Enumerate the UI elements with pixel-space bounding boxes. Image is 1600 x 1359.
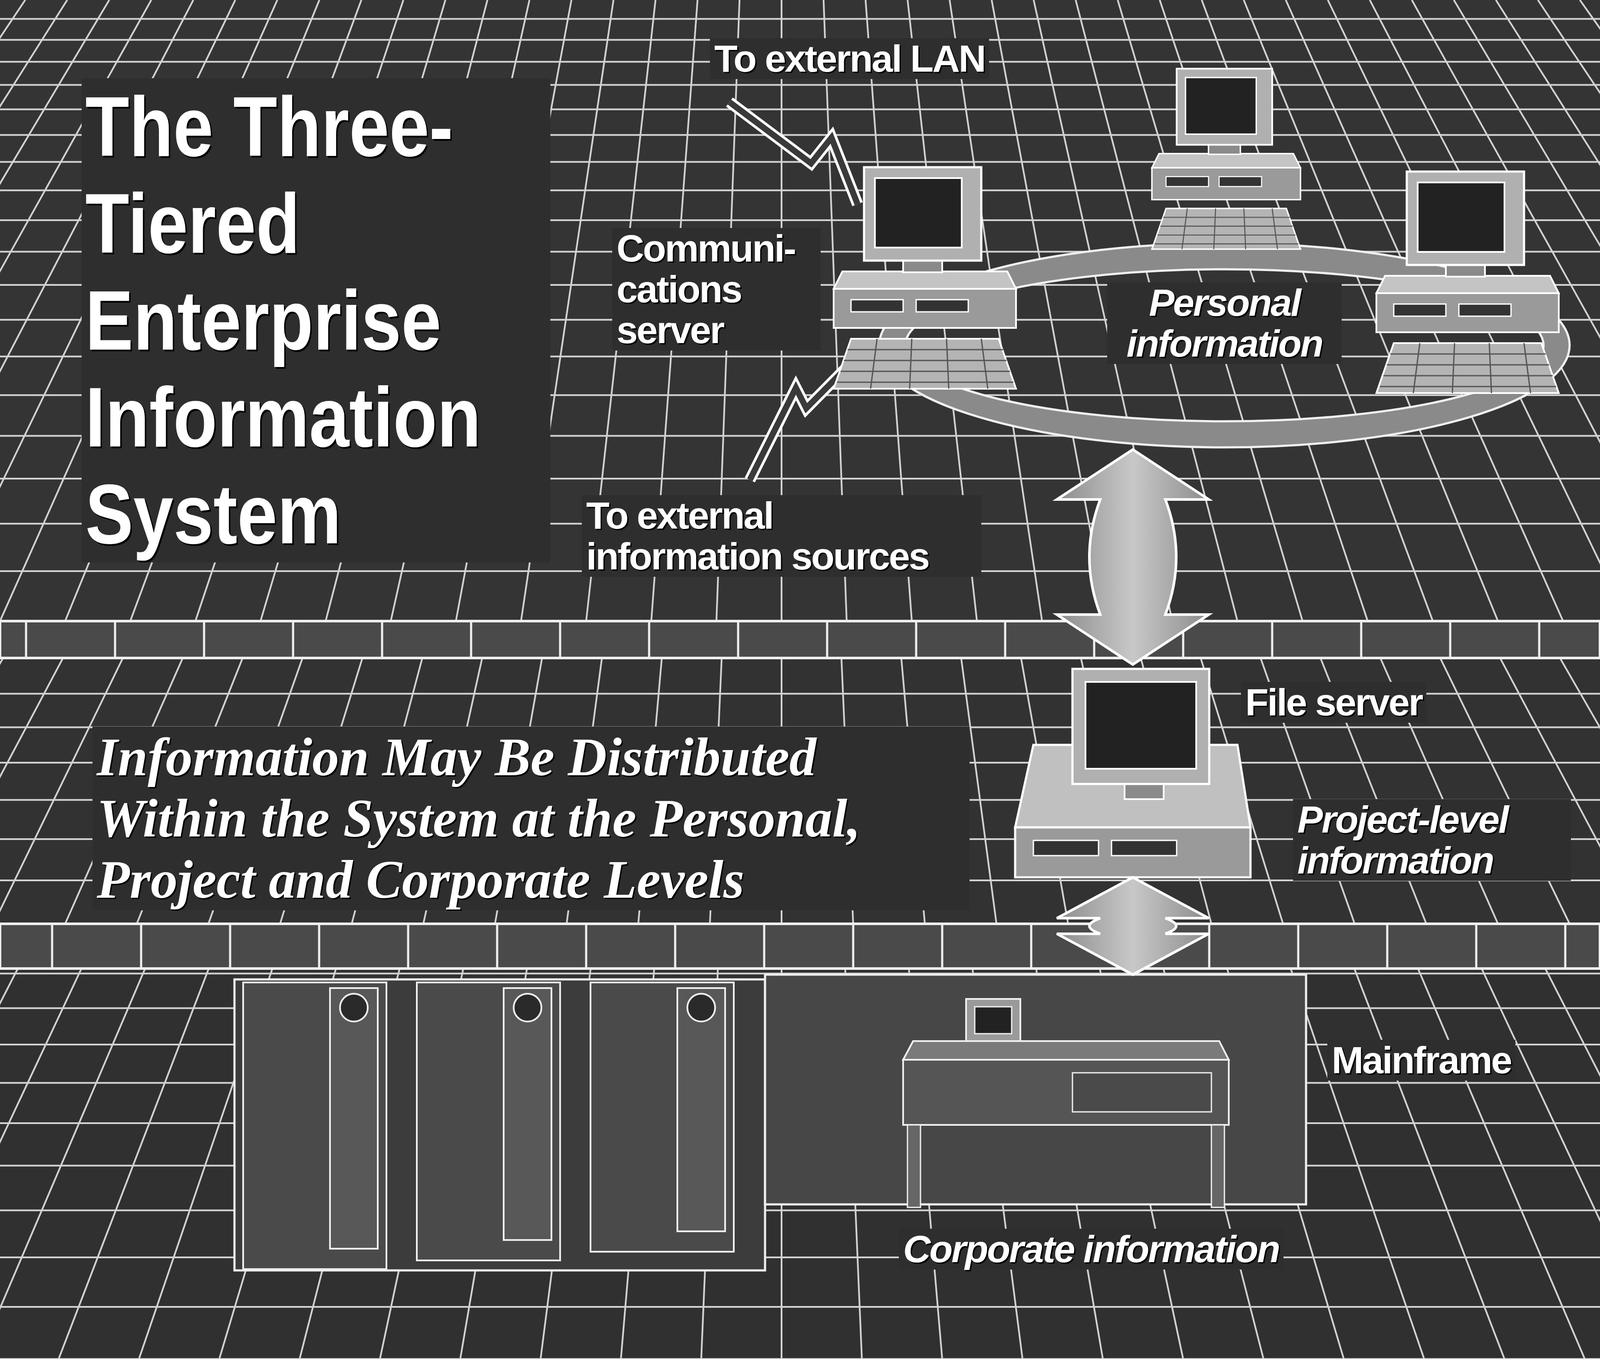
- diagram-caption-holder: Information May Be Distributed Within th…: [92, 726, 970, 911]
- node-label-holder: Mainframe: [1327, 1039, 1516, 1081]
- grid-lines: [0, 968, 1600, 1359]
- link-label-holder: To external LAN: [709, 38, 990, 80]
- node-label-holder: Communi- cations server: [612, 227, 821, 351]
- top-tier: [0, 0, 1600, 621]
- ledge-bricks: [52, 923, 1566, 969]
- node-label-holder: File server: [1240, 681, 1427, 723]
- personal-computer: [1151, 68, 1301, 250]
- node-label: Project-level information: [1293, 798, 1571, 881]
- node-label: Corporate information: [898, 1228, 1284, 1270]
- lightning-link: [749, 367, 847, 480]
- middle-tier: [0, 657, 1600, 924]
- diagram-title-holder: The Three-Tiered Enterprise Information …: [81, 78, 634, 563]
- tier-ledge: [0, 620, 1600, 658]
- link-label: To external information sources: [581, 494, 982, 577]
- diagram-caption: Information May Be Distributed Within th…: [92, 726, 970, 911]
- lightning-link: [729, 102, 858, 205]
- ledge-bricks: [26, 620, 1540, 658]
- file-server-drawing: [1015, 668, 1251, 878]
- mainframe-drawing: [234, 974, 1307, 1271]
- bottom-tier: [0, 968, 1600, 1359]
- personal-computer: [833, 167, 1017, 389]
- double-arrow: [1056, 449, 1209, 665]
- double-arrow: [1056, 877, 1209, 975]
- node-label: File server: [1240, 681, 1427, 723]
- personal-computer: [1376, 171, 1559, 393]
- node-label: Mainframe: [1327, 1039, 1516, 1081]
- link-label: To external LAN: [709, 38, 990, 80]
- grid-lines: [0, 657, 1600, 924]
- node-label-holder: Project-level information: [1293, 798, 1571, 881]
- diagram-title: The Three-Tiered Enterprise Information …: [81, 78, 551, 563]
- node-label: Personal information: [1107, 282, 1342, 364]
- node-label-holder: Corporate information: [898, 1228, 1284, 1270]
- node-label: Communi- cations server: [612, 227, 821, 351]
- tier-ledge: [0, 923, 1600, 969]
- grid-lines: [0, 0, 1600, 621]
- link-label-holder: To external information sources: [581, 494, 982, 577]
